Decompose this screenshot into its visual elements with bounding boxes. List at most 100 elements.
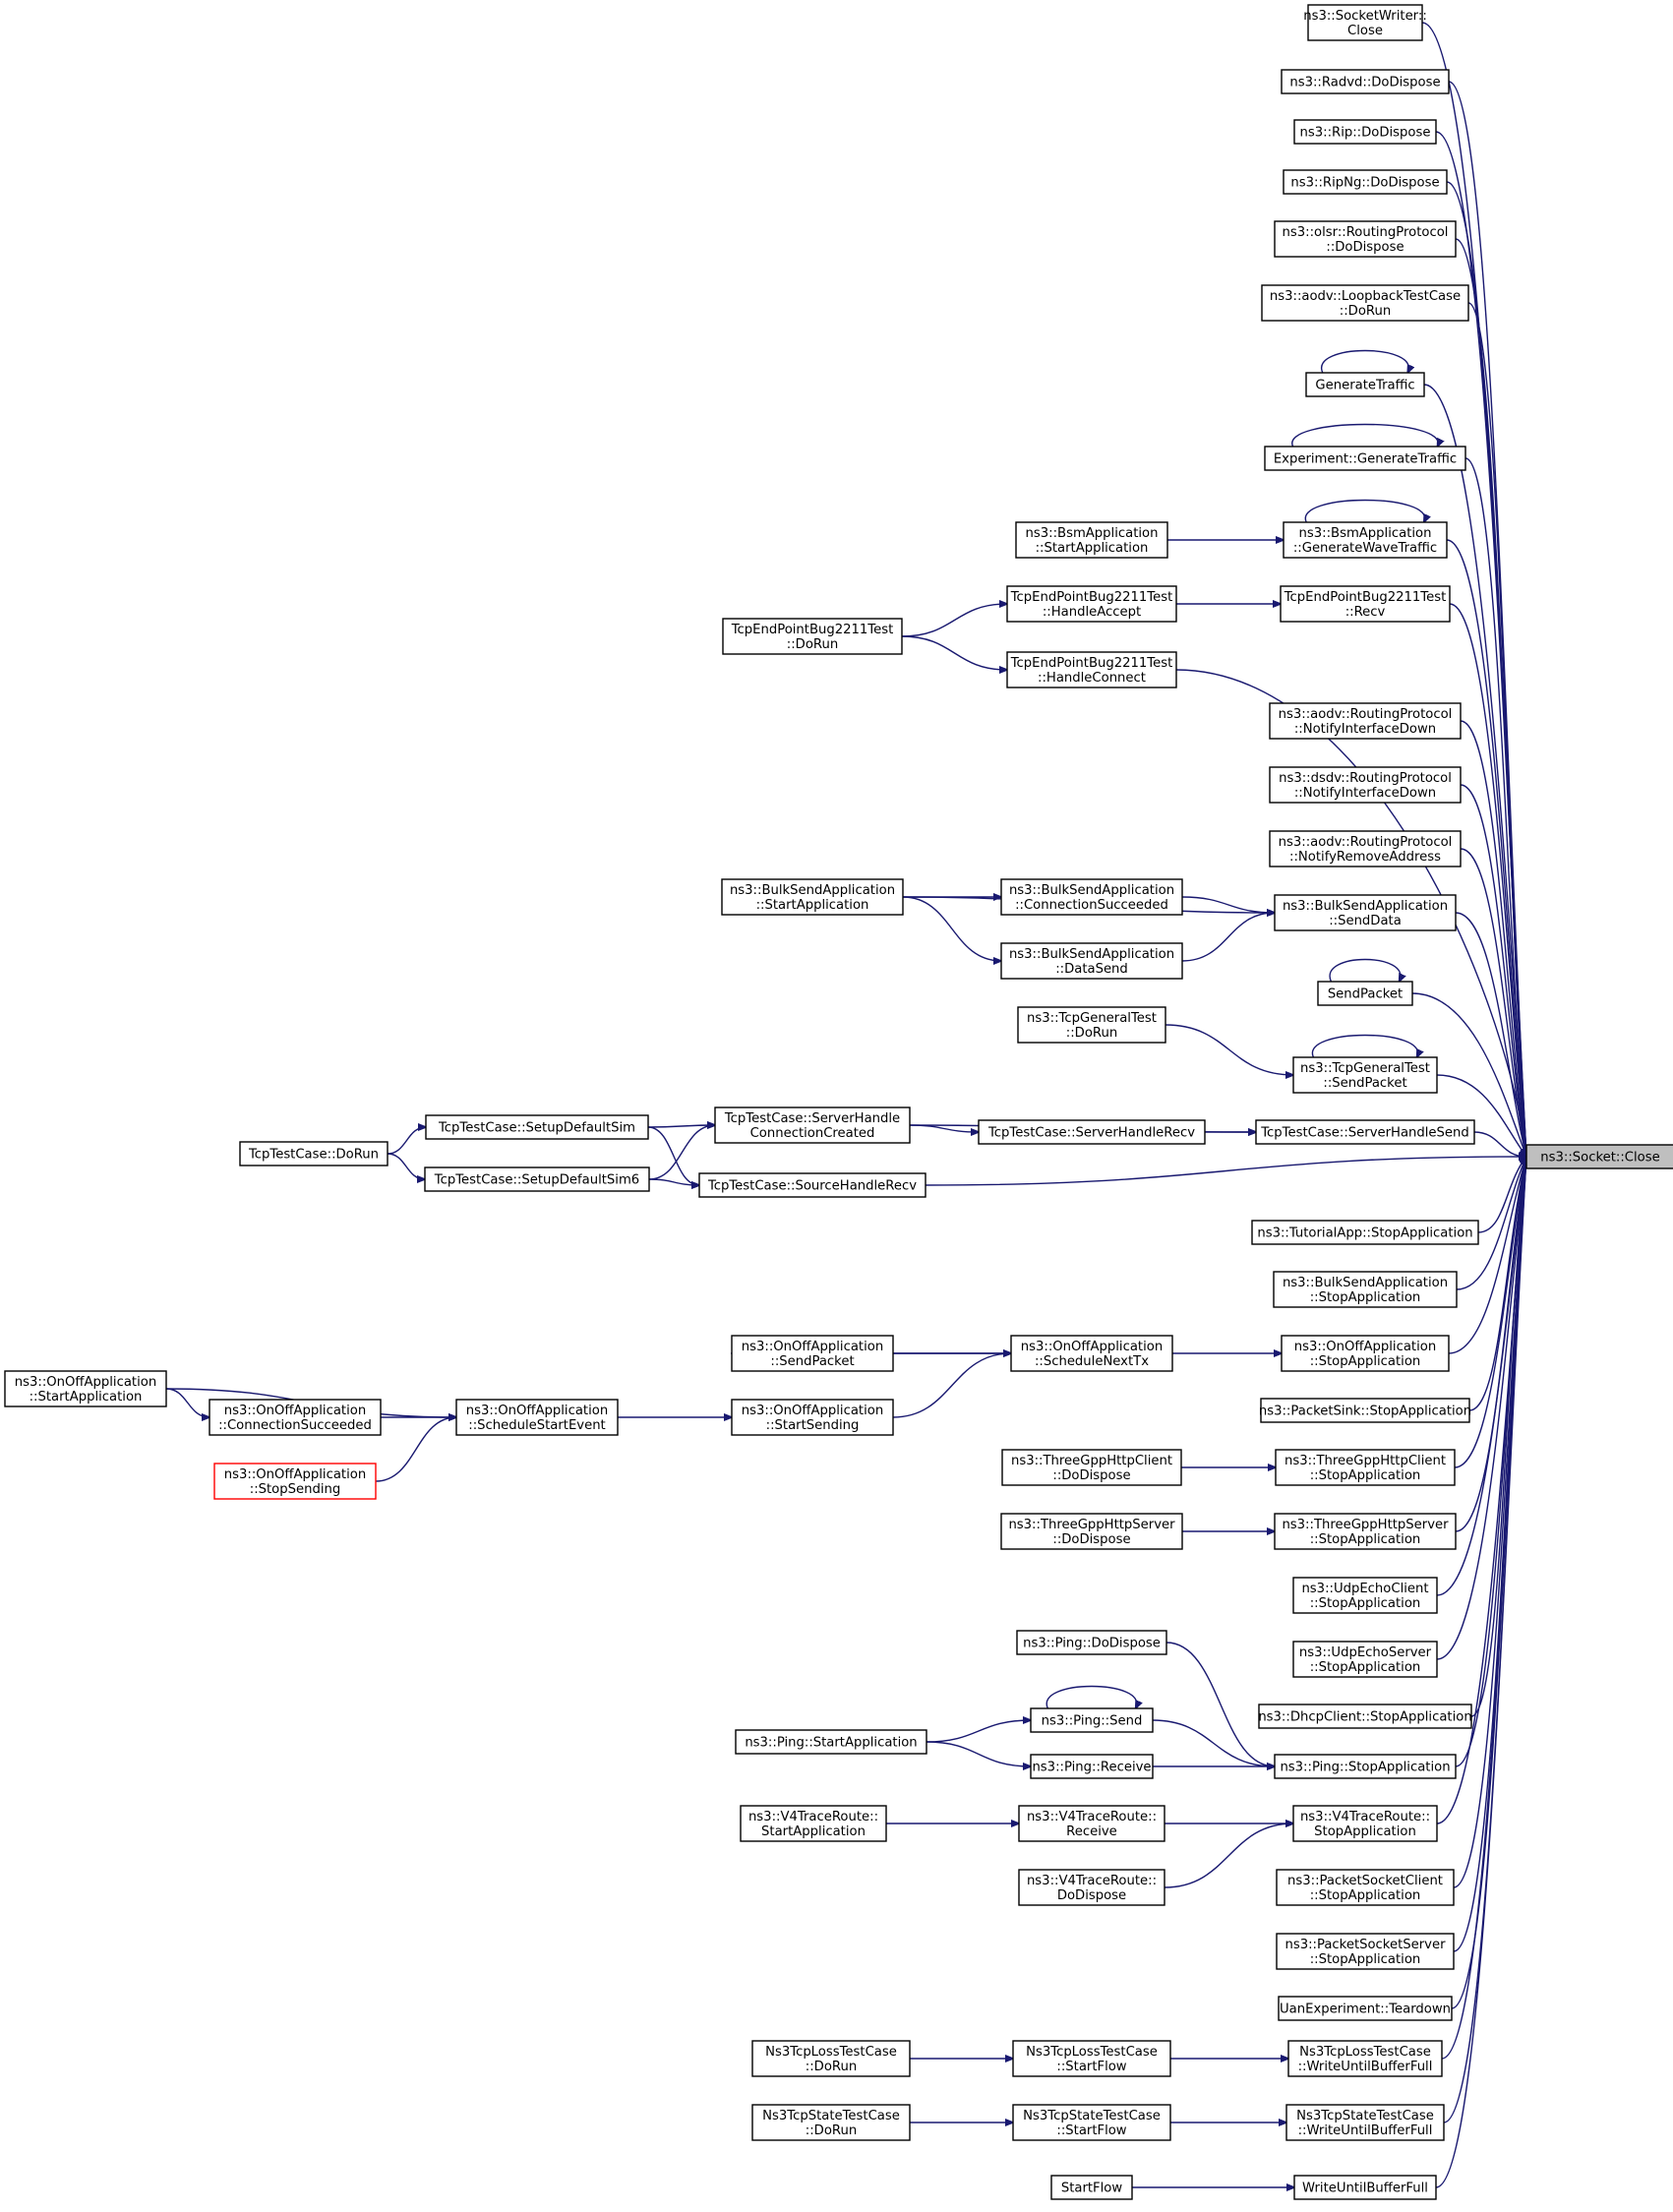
node-ns3-bulksendapplication-datasend[interactable]: ns3::BulkSendApplication::DataSend bbox=[1000, 942, 1183, 980]
node-ns3-ping-receive[interactable]: ns3::Ping::Receive bbox=[1030, 1754, 1154, 1779]
node-box bbox=[1260, 1398, 1470, 1423]
node-ns3-udpechoclient-stopapplication[interactable]: ns3::UdpEchoClient::StopApplication bbox=[1292, 1577, 1438, 1614]
node-ns3-bulksendapplication-stopapplication[interactable]: ns3::BulkSendApplication::StopApplicatio… bbox=[1273, 1271, 1458, 1308]
node-tcpendpointbug2211test-handleconnect[interactable]: TcpEndPointBug2211Test::HandleConnect bbox=[1006, 651, 1177, 688]
node-ns3-bulksendapplication-connectionsucceeded[interactable]: ns3::BulkSendApplication::ConnectionSucc… bbox=[1000, 878, 1183, 916]
node-ns3-onoffapplication-connectionsucceeded[interactable]: ns3::OnOffApplication::ConnectionSucceed… bbox=[209, 1399, 382, 1436]
node-ns3-aodv-routingprotocol-notifyremoveaddress[interactable]: ns3::aodv::RoutingProtocol::NotifyRemove… bbox=[1269, 830, 1462, 867]
node-ns3-socketwriter-close[interactable]: ns3::SocketWriter::Close bbox=[1303, 4, 1427, 41]
node-ns3-ripng-dodispose[interactable]: ns3::RipNg::DoDispose bbox=[1283, 169, 1448, 195]
node-label-line: ns3::Ping::StartApplication bbox=[745, 1736, 917, 1751]
node-ns3-aodv-routingprotocol-notifyinterfacedown[interactable]: ns3::aodv::RoutingProtocol::NotifyInterf… bbox=[1269, 702, 1462, 740]
node-ns3-dhcpclient-stopapplication[interactable]: ns3::DhcpClient::StopApplication bbox=[1258, 1704, 1472, 1729]
node-ns3-rip-dodispose[interactable]: ns3::Rip::DoDispose bbox=[1293, 119, 1437, 145]
node-ns3-socket-close[interactable]: ns3::Socket::Close bbox=[1525, 1144, 1673, 1169]
node-label-line: ::DoRun bbox=[1340, 304, 1391, 319]
node-ns3-onoffapplication-schedulenexttx[interactable]: ns3::OnOffApplication::ScheduleNextTx bbox=[1010, 1335, 1173, 1372]
node-ns3-v4traceroute-dodispose[interactable]: ns3::V4TraceRoute::DoDispose bbox=[1018, 1869, 1165, 1906]
node-tcptestcase-setupdefaultsim[interactable]: TcpTestCase::SetupDefaultSim bbox=[425, 1114, 649, 1140]
node-label-line: ::StartApplication bbox=[30, 1390, 143, 1405]
node-ns3-udpechoserver-stopapplication[interactable]: ns3::UdpEchoServer::StopApplication bbox=[1292, 1641, 1438, 1678]
node-ns3-aodv-loopbacktestcase-dorun[interactable]: ns3::aodv::LoopbackTestCase::DoRun bbox=[1261, 284, 1469, 322]
node-tcptestcase-serverhandlerecv[interactable]: TcpTestCase::ServerHandleRecv bbox=[978, 1119, 1206, 1145]
node-label-line: TcpTestCase::SetupDefaultSim6 bbox=[434, 1173, 639, 1188]
node-ns3-threegpphttpclient-dodispose[interactable]: ns3::ThreeGppHttpClient::DoDispose bbox=[1001, 1449, 1182, 1486]
node-tcptestcase-serverhandlesend[interactable]: TcpTestCase::ServerHandleSend bbox=[1255, 1119, 1475, 1145]
node-label-line: ::StopApplication bbox=[1310, 1290, 1421, 1305]
node-tcpendpointbug2211test-handleaccept[interactable]: TcpEndPointBug2211Test::HandleAccept bbox=[1006, 585, 1177, 623]
node-label-line: ns3::V4TraceRoute:: bbox=[748, 1810, 878, 1824]
node-ns3-onoffapplication-startapplication[interactable]: ns3::OnOffApplication::StartApplication bbox=[4, 1370, 167, 1407]
node-ns3-ping-send[interactable]: ns3::Ping::Send bbox=[1030, 1707, 1154, 1733]
edge-n16-to-root bbox=[1460, 784, 1526, 1157]
node-ns3-bsmapplication-startapplication[interactable]: ns3::BsmApplication::StartApplication bbox=[1015, 521, 1168, 559]
node-tcptestcase-dorun[interactable]: TcpTestCase::DoRun bbox=[239, 1141, 388, 1166]
node-ns3-onoffapplication-schedulestartevent[interactable]: ns3::OnOffApplication::ScheduleStartEven… bbox=[455, 1399, 619, 1436]
node-label-line: TcpTestCase::DoRun bbox=[248, 1148, 379, 1163]
node-ns3tcplosstestcase-dorun[interactable]: Ns3TcpLossTestCase::DoRun bbox=[751, 2040, 911, 2077]
node-ns3-ping-dodispose[interactable]: ns3::Ping::DoDispose bbox=[1016, 1630, 1167, 1655]
node-ns3-threegpphttpserver-stopapplication[interactable]: ns3::ThreeGppHttpServer::StopApplication bbox=[1274, 1513, 1457, 1550]
node-ns3-tcpgeneraltest-dorun[interactable]: ns3::TcpGeneralTest::DoRun bbox=[1017, 1006, 1166, 1044]
node-experiment-generatetraffic[interactable]: Experiment::GenerateTraffic bbox=[1264, 446, 1466, 471]
node-label-line: ns3::BulkSendApplication bbox=[1009, 883, 1174, 898]
node-sendpacket[interactable]: SendPacket bbox=[1317, 981, 1413, 1006]
node-box bbox=[1278, 1996, 1453, 2021]
node-ns3tcpstatetestcase-writeuntilbufferfull[interactable]: Ns3TcpStateTestCase::WriteUntilBufferFul… bbox=[1285, 2104, 1445, 2141]
node-ns3-packetsocketclient-stopapplication[interactable]: ns3::PacketSocketClient::StopApplication bbox=[1276, 1869, 1455, 1906]
node-label-line: StartApplication bbox=[761, 1824, 866, 1839]
node-label-line: ns3::Ping::Receive bbox=[1032, 1761, 1151, 1775]
node-tcpendpointbug2211test-dorun[interactable]: TcpEndPointBug2211Test::DoRun bbox=[722, 618, 903, 655]
node-box bbox=[1000, 1513, 1183, 1550]
node-ns3-bsmapplication-generatewavetraffic[interactable]: ns3::BsmApplication::GenerateWaveTraffic bbox=[1283, 521, 1448, 559]
edges-layer bbox=[165, 22, 1526, 2187]
node-tcpendpointbug2211test-recv[interactable]: TcpEndPointBug2211Test::Recv bbox=[1280, 585, 1451, 623]
node-ns3tcplosstestcase-startflow[interactable]: Ns3TcpLossTestCase::StartFlow bbox=[1012, 2040, 1171, 2077]
node-ns3-bulksendapplication-startapplication[interactable]: ns3::BulkSendApplication::StartApplicati… bbox=[721, 878, 904, 916]
node-ns3-ping-stopapplication[interactable]: ns3::Ping::StopApplication bbox=[1274, 1754, 1457, 1779]
node-ns3-onoffapplication-stopsending[interactable]: ns3::OnOffApplication::StopSending bbox=[213, 1463, 377, 1500]
node-ns3-dsdv-routingprotocol-notifyinterfacedown[interactable]: ns3::dsdv::RoutingProtocol::NotifyInterf… bbox=[1269, 766, 1462, 804]
node-box bbox=[1274, 220, 1457, 258]
node-ns3-packetsocketserver-stopapplication[interactable]: ns3::PacketSocketServer::StopApplication bbox=[1276, 1933, 1455, 1970]
node-box bbox=[1030, 1754, 1154, 1779]
node-ns3-bulksendapplication-senddata[interactable]: ns3::BulkSendApplication::SendData bbox=[1274, 894, 1457, 931]
node-ns3-onoffapplication-startsending[interactable]: ns3::OnOffApplication::StartSending bbox=[731, 1399, 894, 1436]
edge-n17-to-root bbox=[1460, 848, 1526, 1157]
node-tcptestcase-setupdefaultsim6[interactable]: TcpTestCase::SetupDefaultSim6 bbox=[424, 1166, 650, 1192]
node-tcptestcase-sourcehandlerecv[interactable]: TcpTestCase::SourceHandleRecv bbox=[698, 1172, 926, 1198]
node-ns3tcplosstestcase-writeuntilbufferfull[interactable]: Ns3TcpLossTestCase::WriteUntilBufferFull bbox=[1287, 2040, 1443, 2077]
node-uanexperiment-teardown[interactable]: UanExperiment::Teardown bbox=[1278, 1996, 1453, 2021]
node-ns3-ping-startapplication[interactable]: ns3::Ping::StartApplication bbox=[735, 1729, 927, 1755]
node-label-line: ns3::olsr::RoutingProtocol bbox=[1283, 225, 1449, 240]
node-ns3tcpstatetestcase-startflow[interactable]: Ns3TcpStateTestCase::StartFlow bbox=[1012, 2104, 1171, 2141]
node-label-line: ns3::PacketSocketServer bbox=[1285, 1938, 1446, 1952]
node-ns3-v4traceroute-stopapplication[interactable]: ns3::V4TraceRoute::StopApplication bbox=[1292, 1805, 1438, 1842]
node-ns3-threegpphttpserver-dodispose[interactable]: ns3::ThreeGppHttpServer::DoDispose bbox=[1000, 1513, 1183, 1550]
node-writeuntilbufferfull[interactable]: WriteUntilBufferFull bbox=[1293, 2175, 1437, 2200]
node-label-line: ns3::Ping::Send bbox=[1042, 1714, 1143, 1729]
edge-n21-to-n18 bbox=[1181, 913, 1275, 962]
node-generatetraffic[interactable]: GenerateTraffic bbox=[1305, 372, 1425, 397]
node-label-line: ::WriteUntilBufferFull bbox=[1298, 2060, 1433, 2074]
node-label-line: ::SendPacket bbox=[770, 1354, 854, 1369]
node-ns3-onoffapplication-stopapplication[interactable]: ns3::OnOffApplication::StopApplication bbox=[1281, 1335, 1450, 1372]
node-tcptestcase-serverhandleconnectioncreated[interactable]: TcpTestCase::ServerHandleConnectionCreat… bbox=[714, 1106, 911, 1144]
node-ns3-radvd-dodispose[interactable]: ns3::Radvd::DoDispose bbox=[1281, 69, 1450, 94]
node-startflow[interactable]: StartFlow bbox=[1050, 2175, 1133, 2200]
node-box bbox=[1000, 878, 1183, 916]
edge-n43-to-root bbox=[1454, 1157, 1526, 1468]
node-ns3-tcpgeneraltest-sendpacket[interactable]: ns3::TcpGeneralTest::SendPacket bbox=[1292, 1056, 1438, 1094]
edge-n6-to-root bbox=[1467, 302, 1526, 1157]
node-label-line: ::ScheduleStartEvent bbox=[468, 1418, 605, 1433]
node-ns3tcpstatetestcase-dorun[interactable]: Ns3TcpStateTestCase::DoRun bbox=[751, 2104, 911, 2141]
node-ns3-packetsink-stopapplication[interactable]: ns3::PacketSink::StopApplication bbox=[1259, 1398, 1471, 1423]
node-label-line: ConnectionCreated bbox=[750, 1126, 875, 1141]
edge-n53-to-n52 bbox=[926, 1720, 1031, 1743]
node-ns3-v4traceroute-receive[interactable]: ns3::V4TraceRoute::Receive bbox=[1018, 1805, 1165, 1842]
node-ns3-tutorialapp-stopapplication[interactable]: ns3::TutorialApp::StopApplication bbox=[1251, 1220, 1479, 1245]
node-ns3-v4traceroute-startapplication[interactable]: ns3::V4TraceRoute::StartApplication bbox=[740, 1805, 887, 1842]
node-ns3-threegpphttpclient-stopapplication[interactable]: ns3::ThreeGppHttpClient::StopApplication bbox=[1275, 1449, 1456, 1486]
node-ns3-onoffapplication-sendpacket[interactable]: ns3::OnOffApplication::SendPacket bbox=[731, 1335, 894, 1372]
node-ns3-olsr-routingprotocol-dodispose[interactable]: ns3::olsr::RoutingProtocol::DoDispose bbox=[1274, 220, 1457, 258]
